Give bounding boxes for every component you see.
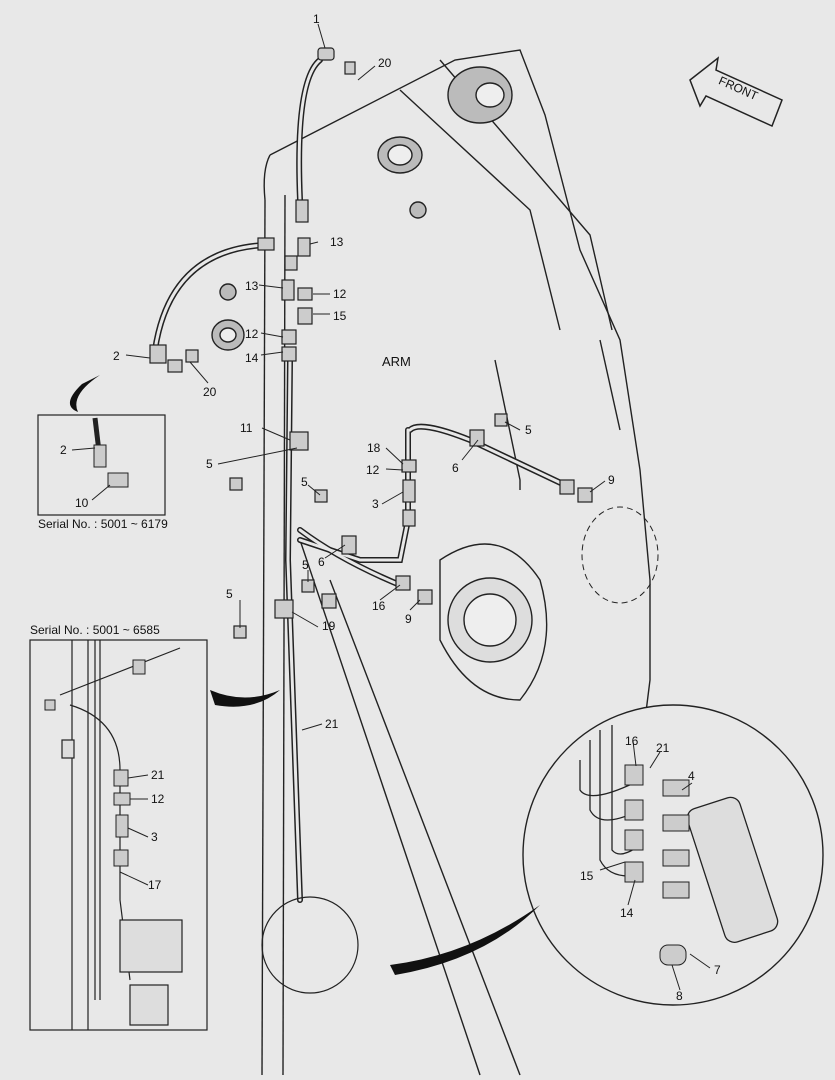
callout-18: 18 (367, 441, 381, 455)
callout-6: 6 (452, 461, 459, 475)
callout-12: 12 (245, 327, 259, 341)
callout-13: 13 (245, 279, 259, 293)
callout-16: 16 (372, 599, 386, 613)
callout-5: 5 (302, 558, 309, 572)
arm-label: ARM (382, 354, 411, 369)
callout-2: 2 (113, 349, 120, 363)
callout-21: 21 (656, 741, 670, 755)
callout-arrow-bottom (210, 690, 280, 707)
callout-21: 21 (151, 768, 165, 782)
callout-5: 5 (301, 475, 308, 489)
callout-20: 20 (378, 56, 392, 70)
callout-6: 6 (318, 555, 325, 569)
front-arrow (689, 56, 783, 128)
callout-12: 12 (333, 287, 347, 301)
callout-21: 21 (325, 717, 339, 731)
callout-15: 15 (333, 309, 347, 323)
callout-3: 3 (151, 830, 158, 844)
detail-source-circle (261, 896, 359, 994)
callout-arrow-detail (390, 905, 540, 975)
callout-labels: 1 20 13 13 12 15 12 14 2 20 11 5 5 18 12… (60, 12, 721, 1003)
callout-5: 5 (226, 587, 233, 601)
leader-lines (71, 23, 711, 991)
callout-8: 8 (676, 989, 683, 1003)
callout-9: 9 (405, 612, 412, 626)
callout-16: 16 (625, 734, 639, 748)
callout-13: 13 (330, 235, 344, 249)
inset-bottom-serial: Serial No. : 5001 ~ 6585 (30, 623, 160, 637)
callout-17: 17 (148, 878, 162, 892)
callout-20: 20 (203, 385, 217, 399)
callout-11: 11 (240, 421, 253, 435)
inset-bottom-drawing (59, 640, 183, 1030)
callout-3: 3 (372, 497, 379, 511)
callout-19: 19 (322, 619, 336, 633)
callout-10: 10 (75, 496, 89, 510)
callout-7: 7 (714, 963, 721, 977)
callout-9: 9 (608, 473, 615, 487)
callout-14: 14 (620, 906, 634, 920)
pin-boss (211, 66, 533, 663)
inset-top-serial: Serial No. : 5001 ~ 6179 (38, 517, 168, 531)
callout-12: 12 (366, 463, 380, 477)
callout-1: 1 (313, 12, 320, 26)
callout-15: 15 (580, 869, 594, 883)
callout-5: 5 (525, 423, 532, 437)
callout-12: 12 (151, 792, 165, 806)
callout-2: 2 (60, 443, 67, 457)
callout-arrow-top (69, 375, 100, 412)
front-label: FRONT (717, 73, 761, 103)
callout-14: 14 (245, 351, 259, 365)
callout-4: 4 (688, 769, 695, 783)
callout-5: 5 (206, 457, 213, 471)
dashed-reference (581, 506, 659, 604)
